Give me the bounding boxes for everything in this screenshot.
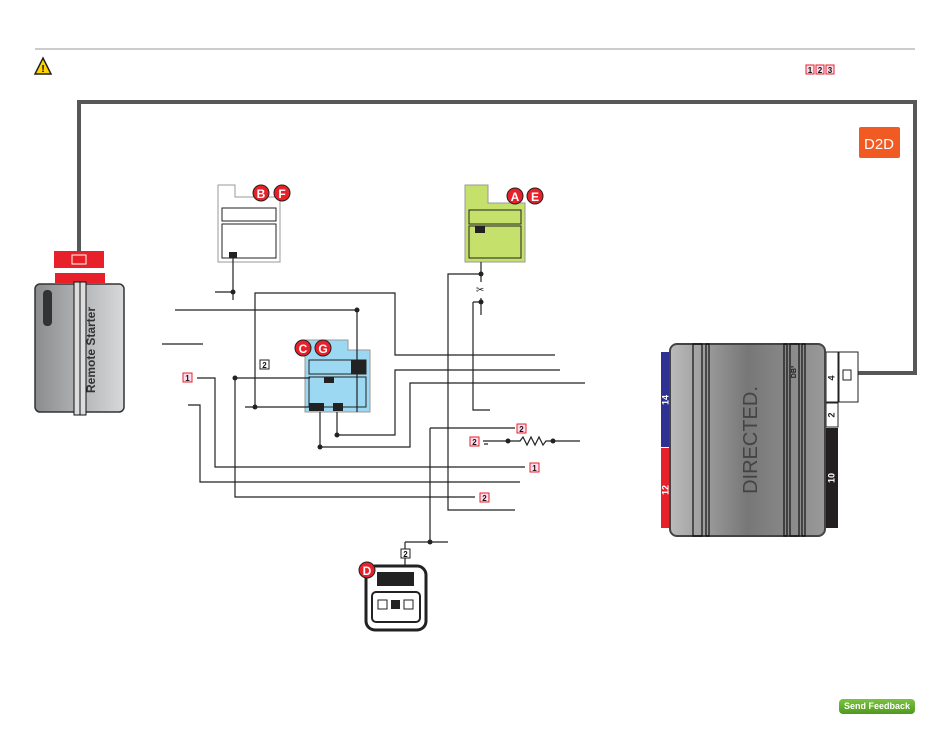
svg-text:E: E: [531, 190, 539, 204]
svg-text:A: A: [511, 190, 520, 204]
svg-text:D: D: [363, 564, 372, 578]
svg-text:2: 2: [482, 494, 487, 503]
svg-text:B: B: [257, 187, 266, 201]
svg-text:2: 2: [519, 425, 524, 434]
svg-text:G: G: [318, 342, 327, 356]
svg-text:1: 1: [532, 464, 537, 473]
svg-text:3: 3: [828, 66, 833, 75]
svg-text:Remote Starter: Remote Starter: [84, 307, 98, 393]
svg-text:2: 2: [403, 550, 408, 559]
footnote-markers: 1 2 3: [806, 65, 834, 75]
svg-text:1: 1: [185, 374, 190, 383]
connector-cg: C G: [295, 340, 370, 412]
connector-d: D: [359, 562, 426, 630]
svg-text:2: 2: [826, 412, 836, 417]
svg-text:F: F: [278, 187, 285, 201]
remote-starter: Remote Starter: [35, 251, 124, 415]
svg-text:2: 2: [818, 66, 823, 75]
wires: ✂: [162, 254, 585, 566]
svg-text:✂: ✂: [476, 285, 484, 296]
directed-module: 14 12 4 2 10 DIRECTED. DB³: [660, 344, 858, 536]
d2d-logo: D2D: [859, 127, 900, 158]
connector-ae: A E: [465, 185, 543, 262]
svg-text:DB³: DB³: [791, 365, 798, 378]
connector-bf: B F: [218, 185, 290, 262]
svg-text:2: 2: [472, 438, 477, 447]
svg-text:12: 12: [660, 485, 670, 495]
svg-text:2: 2: [262, 361, 267, 370]
svg-text:D2D: D2D: [864, 136, 894, 153]
svg-text:DIRECTED.: DIRECTED.: [740, 386, 762, 494]
svg-text:14: 14: [660, 395, 670, 405]
svg-text:C: C: [299, 342, 308, 356]
svg-text:1: 1: [808, 66, 813, 75]
send-feedback-button[interactable]: Send Feedback: [839, 699, 915, 714]
svg-text:!: !: [41, 64, 44, 75]
warning-triangle-icon: !: [35, 58, 51, 75]
svg-text:4: 4: [826, 375, 836, 380]
svg-text:10: 10: [826, 473, 836, 483]
